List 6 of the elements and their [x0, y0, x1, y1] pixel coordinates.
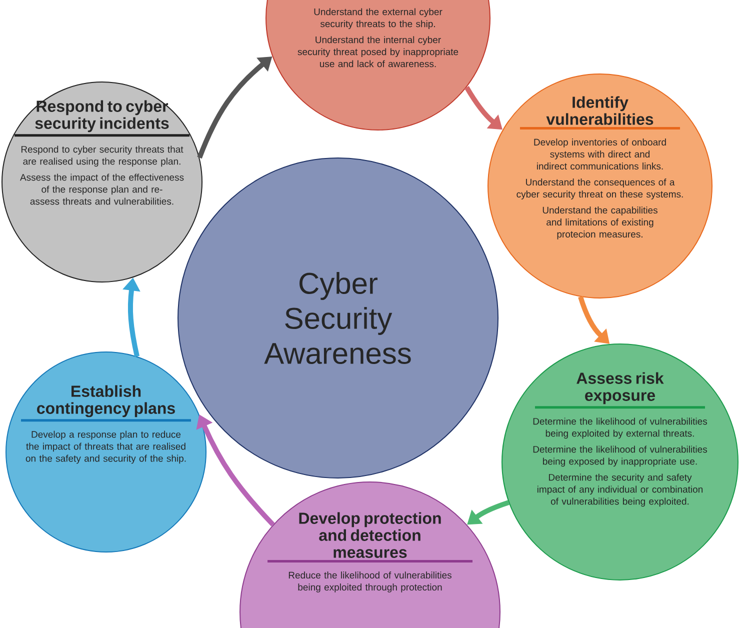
speech-bubble: Identify vulnerabilities Develop inventories of onboard systems with direct and indirect communications links. Understand the consequences of a cyber security threat on these systems. Understand the capabilities and limitations of existing protecion measures. [488, 74, 712, 298]
speech-bubble: Develop protection and detection measures Reduce the likelihood of vulnerabilities being exploited through protection [240, 482, 500, 628]
speech-bubble: Understand the external cyber security threats to the ship. Understand the internal cyber security threat posed by inappropriate use and lack of awareness. [266, 0, 490, 130]
speech-bubble: Respond to cyber security incidents Respond to cyber security threats that are realised using the response plan. Assess the impact of the effectiveness of the response plan and re-assess threats and vulnerabilities. [2, 82, 202, 282]
speech-bubble: Establish contingency plans Develop a response plan to reduce the impact of threats that are realised on the safety and security of the ship. [6, 352, 206, 552]
speech-bubble: Assess risk exposure Determine the likelihood of vulnerabilities being exploited by external threats. Determine the likelihood of vulnerabilities being exposed by inappropriate use. Determine the security and safety impact of any individual or combination of vulnerabilities being exploited. [502, 344, 738, 580]
